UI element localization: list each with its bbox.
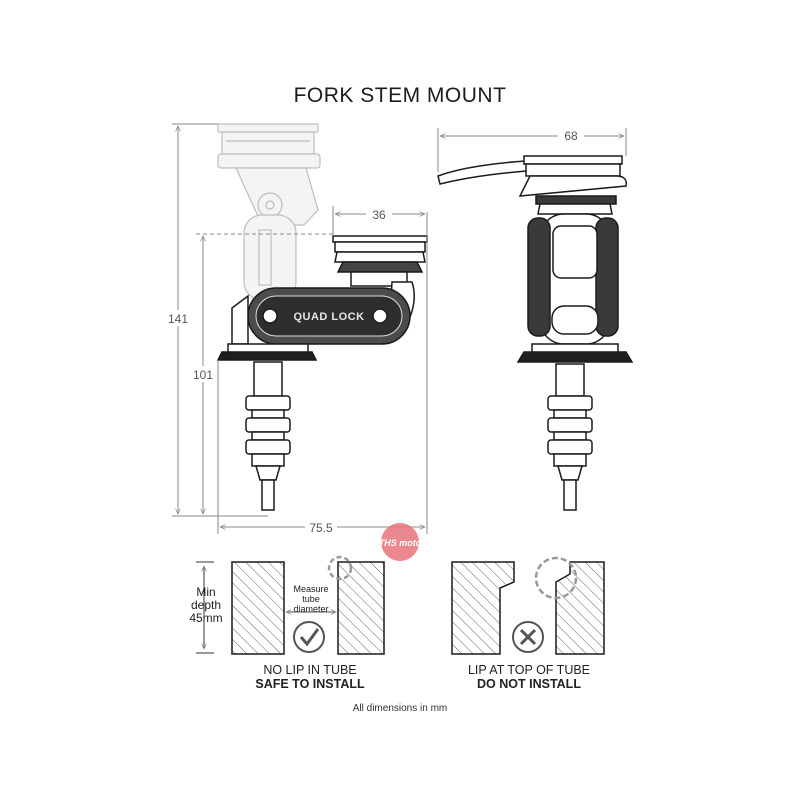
good-caption-2: SAFE TO INSTALL bbox=[255, 677, 365, 691]
footnote: All dimensions in mm bbox=[352, 703, 448, 714]
measure-label-2: tube bbox=[302, 594, 320, 604]
bad-install-illustration bbox=[451, 556, 605, 655]
dim-overall-width: 75.5 bbox=[309, 521, 333, 535]
diagram-title: FORK STEM MOUNT bbox=[293, 84, 507, 107]
dim-side-width: 68 bbox=[564, 129, 578, 143]
good-install-illustration bbox=[196, 555, 385, 655]
depth-label-1: Min bbox=[196, 585, 215, 599]
good-caption-1: NO LIP IN TUBE bbox=[263, 663, 356, 677]
bad-install-labels: LIP AT TOP OF TUBE DO NOT INSTALL bbox=[468, 663, 590, 691]
ghost-raised-mount bbox=[217, 123, 321, 301]
dim-head-width: 36 bbox=[372, 208, 386, 222]
depth-label-2: depth bbox=[191, 598, 221, 612]
watermark-logo: THS moto bbox=[379, 523, 422, 561]
dim-overall-height: 141 bbox=[168, 312, 188, 326]
dimension-labels: 141 101 36 75.5 68 bbox=[166, 128, 584, 535]
measure-label-1: Measure bbox=[293, 584, 328, 594]
front-view-mount bbox=[216, 235, 428, 511]
bad-caption-2: DO NOT INSTALL bbox=[477, 677, 581, 691]
dim-stem-height: 101 bbox=[193, 368, 213, 382]
cross-icon bbox=[519, 628, 537, 646]
depth-label-3: 45mm bbox=[189, 611, 222, 625]
brand-label: QUAD LOCK bbox=[293, 311, 364, 323]
checkmark-icon bbox=[299, 628, 320, 647]
bad-caption-1: LIP AT TOP OF TUBE bbox=[468, 663, 590, 677]
measure-label-3: diameter bbox=[293, 604, 328, 614]
side-view-mount bbox=[437, 155, 634, 511]
good-install-labels: Min depth 45mm Measure tube diameter NO … bbox=[189, 584, 365, 691]
watermark-text: THS moto bbox=[379, 538, 422, 548]
